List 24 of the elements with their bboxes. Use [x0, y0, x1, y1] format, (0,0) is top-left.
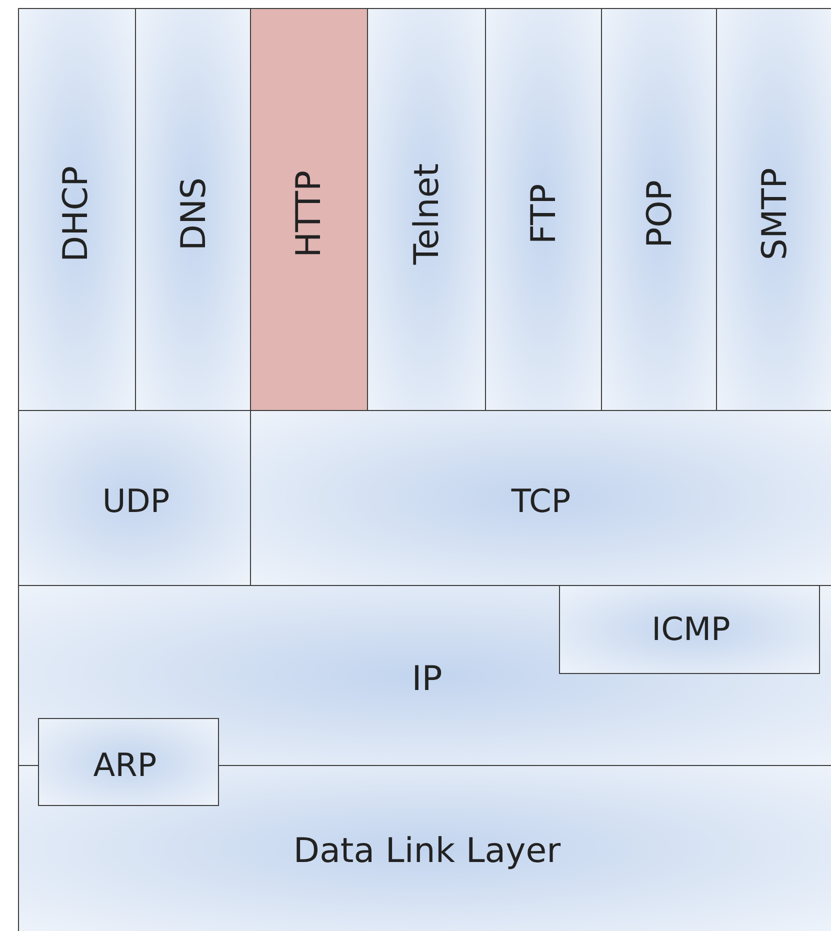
protocol-label: Data Link Layer [293, 831, 561, 871]
protocol-label: ARP [93, 746, 157, 784]
protocol-box [18, 410, 251, 586]
protocol-box [367, 8, 486, 411]
protocol-box [250, 410, 831, 586]
protocol-label: IP [412, 659, 442, 699]
protocol-label: FTP [524, 184, 564, 244]
protocol-label: DNS [174, 177, 214, 251]
protocol-box [485, 8, 602, 411]
protocol-box [716, 8, 831, 411]
protocol-box [559, 585, 820, 674]
protocol-label: POP [640, 180, 680, 248]
protocol-label: TCP [511, 482, 571, 520]
protocol-box [135, 8, 251, 411]
protocol-box [601, 8, 717, 411]
protocol-box [38, 718, 219, 806]
protocol-label: Telnet [407, 163, 447, 265]
protocol-label: DHCP [56, 166, 96, 262]
protocol-box [18, 8, 136, 411]
protocol-label: ICMP [652, 610, 730, 648]
protocol-label: UDP [102, 482, 170, 520]
protocol-label: HTTP [289, 170, 329, 258]
protocol-label: SMTP [755, 168, 795, 260]
protocol-box [250, 8, 368, 411]
